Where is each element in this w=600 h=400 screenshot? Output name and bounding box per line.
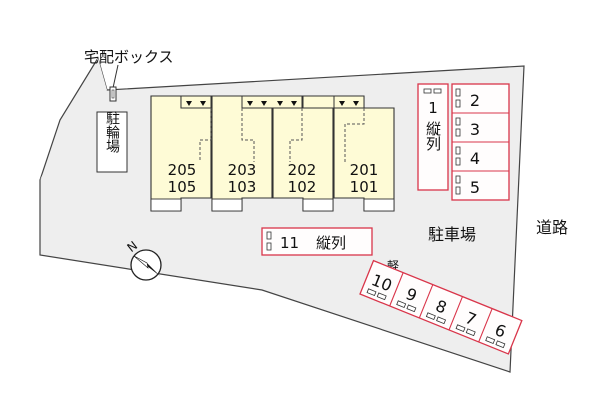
tandem-label: 縦列 [316,234,346,252]
parking-row-6-10: 10 9 8 7 6 [359,259,523,355]
entrance-notch-3 [302,95,335,109]
parking-number: 3 [470,120,480,139]
entrance-notch-4 [333,95,365,109]
unit-number-lower: 103 [228,178,257,196]
unit-number-upper: 203 [228,161,257,179]
unit-number-lower: 101 [350,178,379,196]
parking-number: 1 [428,99,438,117]
balcony-1 [150,198,182,212]
car-stop [423,88,432,94]
bicycle-parking [96,111,128,173]
car-stop [266,242,272,251]
compass-needle-tail-icon [133,255,149,269]
parking-lot-label: 駐車場 [428,225,476,244]
balcony-4 [363,198,395,212]
stair-dashed-lines [199,108,365,162]
unit-number-lower: 102 [288,178,317,196]
apartment-building: 205 105 203 103 202 102 201 101 [150,95,395,212]
delivery-box-label: 宅配ボックス [84,48,174,66]
parking-number: 2 [470,91,480,110]
unit-number-upper: 202 [288,161,317,179]
unit-number-upper: 205 [168,161,197,179]
entrance-arrow-icon [261,101,267,106]
unit-number-lower: 105 [168,178,197,196]
car-stop [266,231,272,240]
entrance-arrow-icon [247,101,253,106]
delivery-box-leader [112,64,119,89]
entrance-arrow-icon [339,101,345,106]
entrance-arrow-icon [186,101,192,106]
car-stops [455,88,461,195]
entrance-arrows [186,101,359,106]
entrance-arrow-icon [200,101,206,106]
car-stops [366,288,506,349]
parking-number: 4 [470,149,480,168]
balcony-3 [302,198,334,212]
entrance-arrow-icon [277,101,283,106]
road-label: 道路 [536,218,568,237]
entrance-arrow-icon [353,101,359,106]
entrance-notch-1 [180,95,212,109]
balcony-2 [211,198,243,212]
parking-number: 5 [470,178,480,197]
parking-row-frame [359,259,523,355]
unit-number-upper: 201 [350,161,379,179]
entrance-arrow-icon [291,101,297,106]
lot-left-edge [40,58,107,180]
entrance-notch-2 [241,95,303,109]
delivery-box-inner [111,89,115,99]
parking-column-2-5: 2 3 4 5 [451,83,510,201]
parking-space-11: 11 縦列 [261,227,373,256]
bicycle-parking-label: 駐輪場 [104,111,120,153]
parking-space-1: 1 縦列 [417,83,449,191]
car-stop [433,88,442,94]
parking-number: 11 [280,234,299,252]
tandem-label: 縦列 [424,121,442,152]
